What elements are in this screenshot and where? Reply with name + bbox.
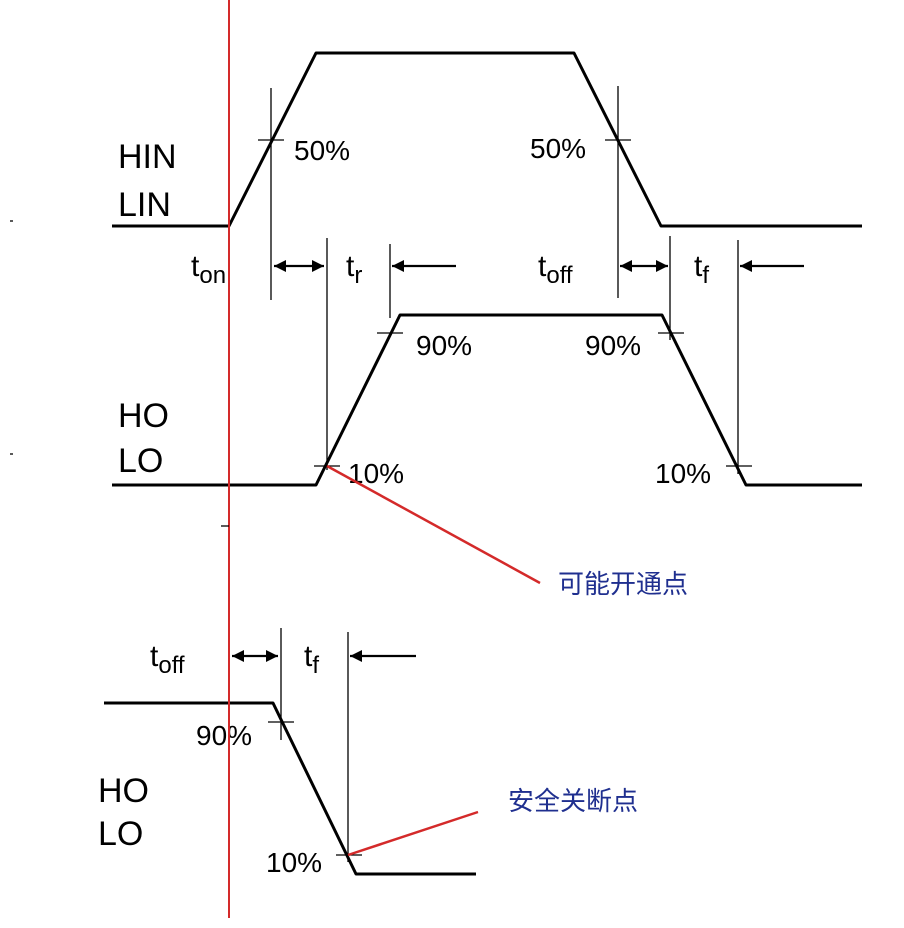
lin-label: LIN	[118, 186, 171, 224]
ho-lo-group: HO LO 90% 90% 10% 10% 可能开通点	[112, 313, 862, 600]
t-on-label: ton	[191, 250, 226, 289]
safe-turn-off-note: 安全关断点	[508, 787, 638, 817]
t-f-arrowhead-bottom	[350, 650, 362, 662]
ho-label: HO	[118, 397, 169, 435]
hin-lin-waveform	[112, 51, 862, 228]
bottom-90-label: 90%	[196, 720, 252, 751]
possible-turn-on-note: 可能开通点	[558, 570, 688, 600]
t-off-label: toff	[538, 250, 573, 289]
ho-label-bottom: HO	[98, 772, 149, 810]
lo-label: LO	[118, 442, 163, 480]
t-on-arrowhead-left	[274, 260, 286, 272]
t-off-arrowhead-left-bottom	[232, 650, 244, 662]
hin-label: HIN	[118, 138, 177, 176]
possible-turn-on-pointer	[326, 464, 541, 585]
t-r-arrowhead	[392, 260, 404, 272]
t-off-arrowhead-right	[656, 260, 668, 272]
t-f-label-bottom: tf	[304, 640, 319, 679]
t-off-arrowhead-right-bottom	[266, 650, 278, 662]
fall-90-label: 90%	[585, 330, 641, 361]
ho-lo-turnoff-waveform	[104, 701, 476, 876]
ho-lo-turnoff-group: HO LO toff tf 90% 10% 安全关断点	[98, 628, 638, 878]
bottom-10-label: 10%	[266, 847, 322, 878]
t-f-label: tf	[694, 250, 709, 289]
ho-lo-waveform	[112, 313, 862, 487]
safe-turn-off-pointer	[347, 810, 479, 857]
rise-90-label: 90%	[416, 330, 472, 361]
t-off-label-bottom: toff	[150, 640, 185, 679]
t-off-arrowhead-left	[620, 260, 632, 272]
lo-label-bottom: LO	[98, 815, 143, 853]
hin-lin-group: HIN LIN 50% 50%	[112, 51, 862, 300]
t-on-arrowhead-right	[312, 260, 324, 272]
rise-10-label: 10%	[348, 458, 404, 489]
fall-50-label: 50%	[530, 133, 586, 164]
t-r-label: tr	[346, 250, 362, 289]
timing-row-1: ton tr toff tf	[191, 236, 804, 474]
t-f-arrowhead	[740, 260, 752, 272]
fall-10-label: 10%	[655, 458, 711, 489]
rise-50-label: 50%	[294, 135, 350, 166]
